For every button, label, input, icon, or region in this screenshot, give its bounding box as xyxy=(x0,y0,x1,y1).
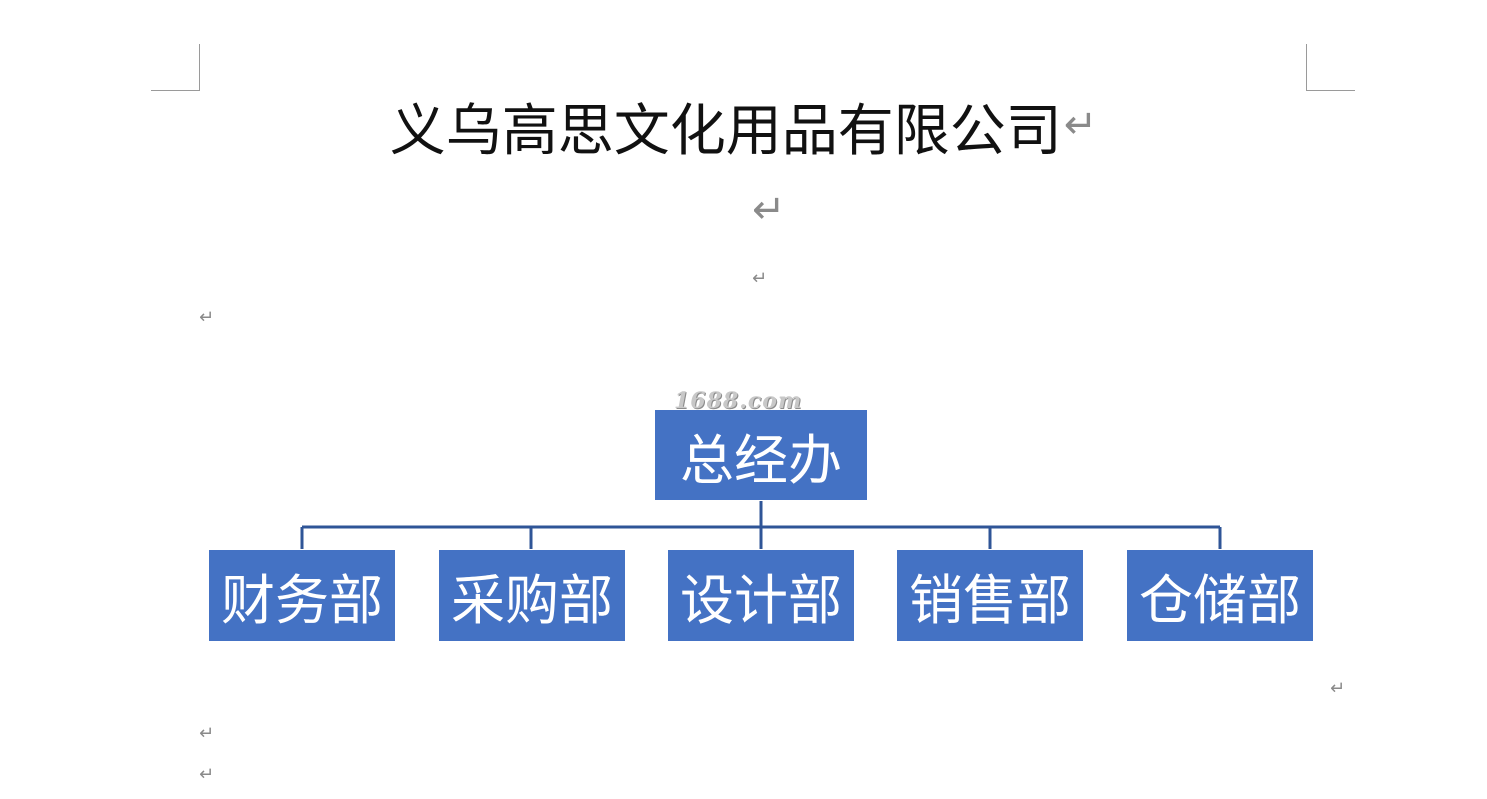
paragraph-mark-icon: ↵ xyxy=(752,268,768,289)
title-paragraph[interactable]: 义乌高思文化用品有限公司↵ xyxy=(0,94,1487,170)
org-node-purchasing[interactable]: 采购部 xyxy=(438,549,626,642)
org-node-label: 总经办 xyxy=(680,428,842,492)
org-node-sales[interactable]: 销售部 xyxy=(896,549,1084,642)
paragraph-mark-icon: ↵ xyxy=(199,307,215,328)
paragraph-mark-icon: ↵ xyxy=(1063,102,1098,148)
document-title[interactable]: 义乌高思文化用品有限公司 xyxy=(389,99,1062,164)
org-node-label: 销售部 xyxy=(909,569,1071,632)
org-node-warehouse[interactable]: 仓储部 xyxy=(1126,549,1314,642)
org-node-design[interactable]: 设计部 xyxy=(667,549,855,642)
watermark: 1688.com xyxy=(674,388,803,414)
page-corner-top-right xyxy=(1306,44,1355,91)
page-corner-top-left xyxy=(151,44,200,91)
org-node-label: 财务部 xyxy=(221,569,383,632)
org-node-general-office[interactable]: 总经办 xyxy=(654,409,868,501)
org-node-label: 仓储部 xyxy=(1139,569,1301,632)
paragraph-mark-icon: ↵ xyxy=(199,723,215,744)
paragraph-mark-icon: ↵ xyxy=(199,764,215,785)
paragraph-mark-icon: ↵ xyxy=(1330,678,1346,699)
org-node-label: 设计部 xyxy=(680,569,842,632)
org-node-label: 采购部 xyxy=(451,569,613,632)
paragraph-mark-icon: ↵ xyxy=(752,187,786,233)
org-node-finance[interactable]: 财务部 xyxy=(208,549,396,642)
